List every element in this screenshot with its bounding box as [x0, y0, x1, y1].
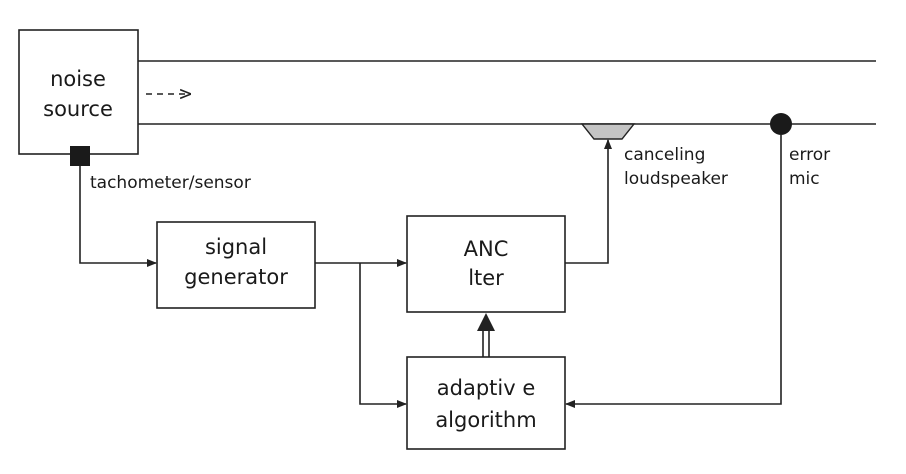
adaptive-algorithm-label-line1: adaptiv e: [437, 376, 536, 400]
signal-generator-label-line1: signal: [205, 235, 267, 259]
noise-source-label-line2: source: [43, 97, 113, 121]
noise-source-label-line1: noise: [50, 67, 106, 91]
tachometer-sensor: [70, 146, 90, 166]
anc-filter-block: ANC lter: [406, 215, 566, 313]
anc-filter-label-line2: lter: [468, 266, 504, 290]
adaptive-algorithm-block: adaptiv e algorithm: [406, 356, 566, 450]
loudspeaker-label-line2: loudspeaker: [624, 169, 728, 189]
signal-generator-block: signal generator: [156, 221, 316, 309]
generator-to-algorithm-line: [359, 263, 407, 408]
tach-to-generator-line: [79, 166, 157, 267]
loudspeaker-label-line1: canceling: [624, 145, 705, 165]
anc-filter-label-line1: ANC: [464, 237, 509, 261]
filter-to-loudspeaker-line: [565, 139, 612, 264]
canceling-loudspeaker: [580, 123, 636, 140]
adaptive-algorithm-label-line2: algorithm: [435, 408, 536, 432]
algorithm-to-filter-update-arrow: [477, 313, 495, 357]
noise-source-block: noise source: [18, 29, 139, 155]
error-mic-label-line1: error: [789, 145, 830, 165]
tachometer-label: tachometer/sensor: [90, 173, 251, 193]
signal-generator-label-line2: generator: [184, 265, 288, 289]
error-mic: [770, 113, 792, 135]
error-mic-to-algorithm-line: [565, 135, 782, 408]
error-mic-label-line2: mic: [789, 169, 820, 189]
